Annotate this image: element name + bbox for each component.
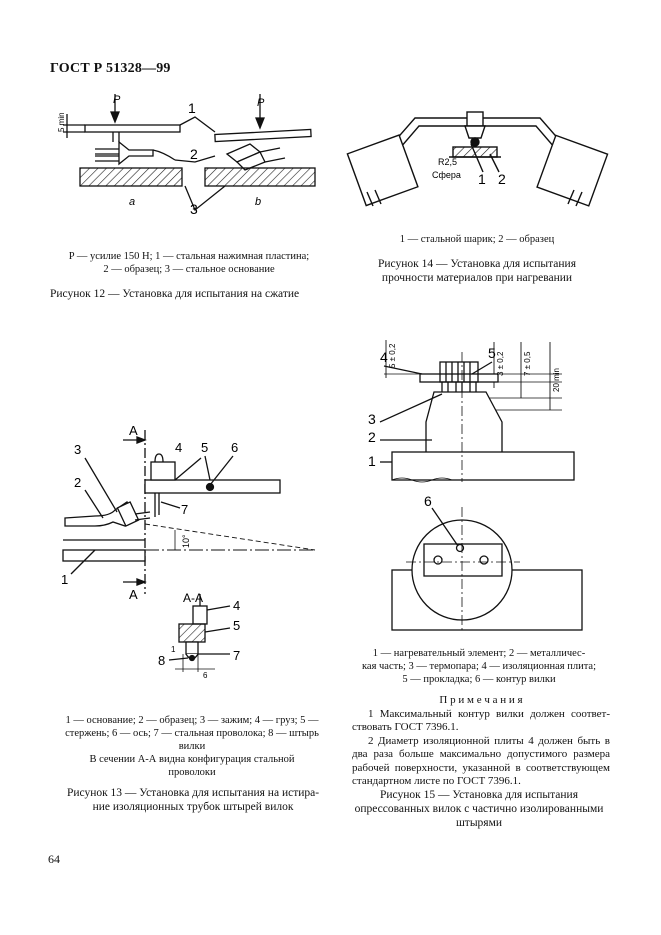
figure-12-drawing: P P 5 min 1 2 3 a b bbox=[57, 94, 316, 217]
fig14-title-line2: прочности материалов при нагревании bbox=[381, 272, 573, 284]
fig13-label-2: 2 bbox=[74, 475, 81, 490]
fig15-label-5: 5 bbox=[488, 345, 496, 361]
fig13-s-label-4: 4 bbox=[233, 598, 240, 613]
fig13-dim-1: 1 bbox=[171, 645, 176, 654]
fig13-title-line2: ние изоляционных трубок штырей вилок bbox=[92, 801, 294, 813]
fig15-dim-5: 5 ± 0,2 bbox=[388, 343, 397, 368]
fig13-section-a-bottom: А bbox=[129, 587, 138, 602]
page-number: 64 bbox=[48, 852, 60, 866]
figure-13-drawing: А А 3 2 1 4 5 6 7 10° А-А 4 5 7 8 1 6 bbox=[61, 423, 316, 680]
fig13-label-7: 7 bbox=[181, 502, 188, 517]
fig15-dim-3: 3 ± 0,2 bbox=[496, 351, 505, 376]
fig14-title-line1: Рисунок 14 — Установка для испытания bbox=[378, 258, 576, 270]
fig13-dim-6: 6 bbox=[203, 671, 208, 680]
fig15-title-line2: опрессованных вилок с частично изолирова… bbox=[354, 803, 604, 815]
fig14-label-1: 1 bbox=[478, 171, 486, 187]
fig13-caption-line3: вилки bbox=[178, 741, 206, 752]
fig15-title-line3: штырями bbox=[455, 817, 503, 829]
fig12-label-1: 1 bbox=[188, 100, 196, 116]
fig12-caption-line1: P — усилие 150 Н; 1 — стальная нажимная … bbox=[68, 251, 310, 262]
fig15-notes: П р и м е ч а н и я 1 Максимальный конту… bbox=[352, 694, 610, 789]
fig12-label-5min: 5 min bbox=[57, 112, 66, 132]
fig13-label-1: 1 bbox=[61, 572, 68, 587]
fig13-label-3: 3 bbox=[74, 442, 81, 457]
fig14-label-r: R2,5 bbox=[438, 157, 457, 167]
fig15-label-6: 6 bbox=[424, 493, 432, 509]
fig12-label-2: 2 bbox=[190, 146, 198, 162]
fig13-caption: 1 — основание; 2 — образец; 3 — зажим; 4… bbox=[58, 714, 326, 779]
figure-15-drawing: 5 ± 0,2 3 ± 0,2 7 ± 0,5 20 min 4 5 3 2 1… bbox=[368, 340, 583, 631]
fig12-caption-line2: 2 — образец; 3 — стальное основание bbox=[103, 264, 275, 275]
note-1: 1 Максимальный контур вилки должен соотв… bbox=[352, 707, 610, 734]
fig13-section-a-top: А bbox=[129, 423, 138, 438]
fig14-label-2: 2 bbox=[498, 171, 506, 187]
fig15-dim-7: 7 ± 0,5 bbox=[523, 351, 532, 376]
notes-heading: П р и м е ч а н и я bbox=[439, 694, 523, 706]
fig12-label-p-left: P bbox=[113, 94, 121, 106]
fig12-label-b: b bbox=[255, 196, 261, 208]
fig12-label-a: a bbox=[129, 196, 135, 208]
fig15-title: Рисунок 15 — Установка для испытания опр… bbox=[348, 788, 610, 830]
fig13-s-label-5: 5 bbox=[233, 618, 240, 633]
fig15-label-4: 4 bbox=[380, 349, 388, 365]
fig13-s-label-7: 7 bbox=[233, 648, 240, 663]
fig15-label-2: 2 bbox=[368, 429, 376, 445]
fig13-title-line1: Рисунок 13 — Установка для испытания на … bbox=[66, 787, 320, 799]
fig13-label-6: 6 bbox=[231, 440, 238, 455]
fig13-s-label-8: 8 bbox=[158, 653, 165, 668]
fig15-title-line1: Рисунок 15 — Установка для испытания bbox=[380, 789, 578, 801]
fig13-caption-line1: 1 — основание; 2 — образец; 3 — зажим; 4… bbox=[65, 715, 319, 726]
fig15-caption: 1 — нагревательный элемент; 2 — металлич… bbox=[348, 647, 610, 686]
fig13-label-4: 4 bbox=[175, 440, 182, 455]
fig15-caption-line2: кая часть; 3 — термопара; 4 — изоляционн… bbox=[361, 661, 597, 672]
fig12-caption: P — усилие 150 Н; 1 — стальная нажимная … bbox=[50, 250, 328, 276]
fig13-angle: 10° bbox=[181, 534, 191, 548]
fig15-caption-line3: 5 — прокладка; 6 — контур вилки bbox=[402, 674, 556, 685]
fig14-title: Рисунок 14 — Установка для испытания про… bbox=[348, 257, 606, 285]
fig13-label-5: 5 bbox=[201, 440, 208, 455]
note-2: 2 Диаметр изоляционной плиты 4 должен бы… bbox=[352, 734, 610, 788]
fig15-dim-20: 20 min bbox=[552, 368, 561, 392]
fig13-caption-line2: стержень; 6 — ось; 7 — стальная проволок… bbox=[65, 728, 319, 739]
fig12-title: Рисунок 12 — Установка для испытания на … bbox=[50, 288, 300, 300]
standard-header: ГОСТ Р 51328—99 bbox=[50, 61, 171, 76]
fig12-label-p-right: P bbox=[257, 97, 265, 109]
fig13-aa: А-А bbox=[183, 591, 203, 605]
fig13-caption-line5: проволоки bbox=[168, 767, 216, 778]
fig13-title: Рисунок 13 — Установка для испытания на … bbox=[55, 786, 331, 814]
fig14-caption: 1 — стальной шарик; 2 — образец bbox=[399, 234, 555, 245]
fig14-label-sphere: Сфера bbox=[432, 170, 461, 180]
fig12-label-3: 3 bbox=[190, 201, 198, 217]
fig15-label-3: 3 bbox=[368, 411, 376, 427]
figure-14-drawing: R2,5 Сфера 1 2 bbox=[346, 111, 609, 207]
fig13-caption-line4: В сечении А-А видна конфигурация стально… bbox=[89, 754, 295, 765]
fig15-caption-line1: 1 — нагревательный элемент; 2 — металлич… bbox=[372, 648, 586, 659]
fig15-label-1: 1 bbox=[368, 453, 376, 469]
